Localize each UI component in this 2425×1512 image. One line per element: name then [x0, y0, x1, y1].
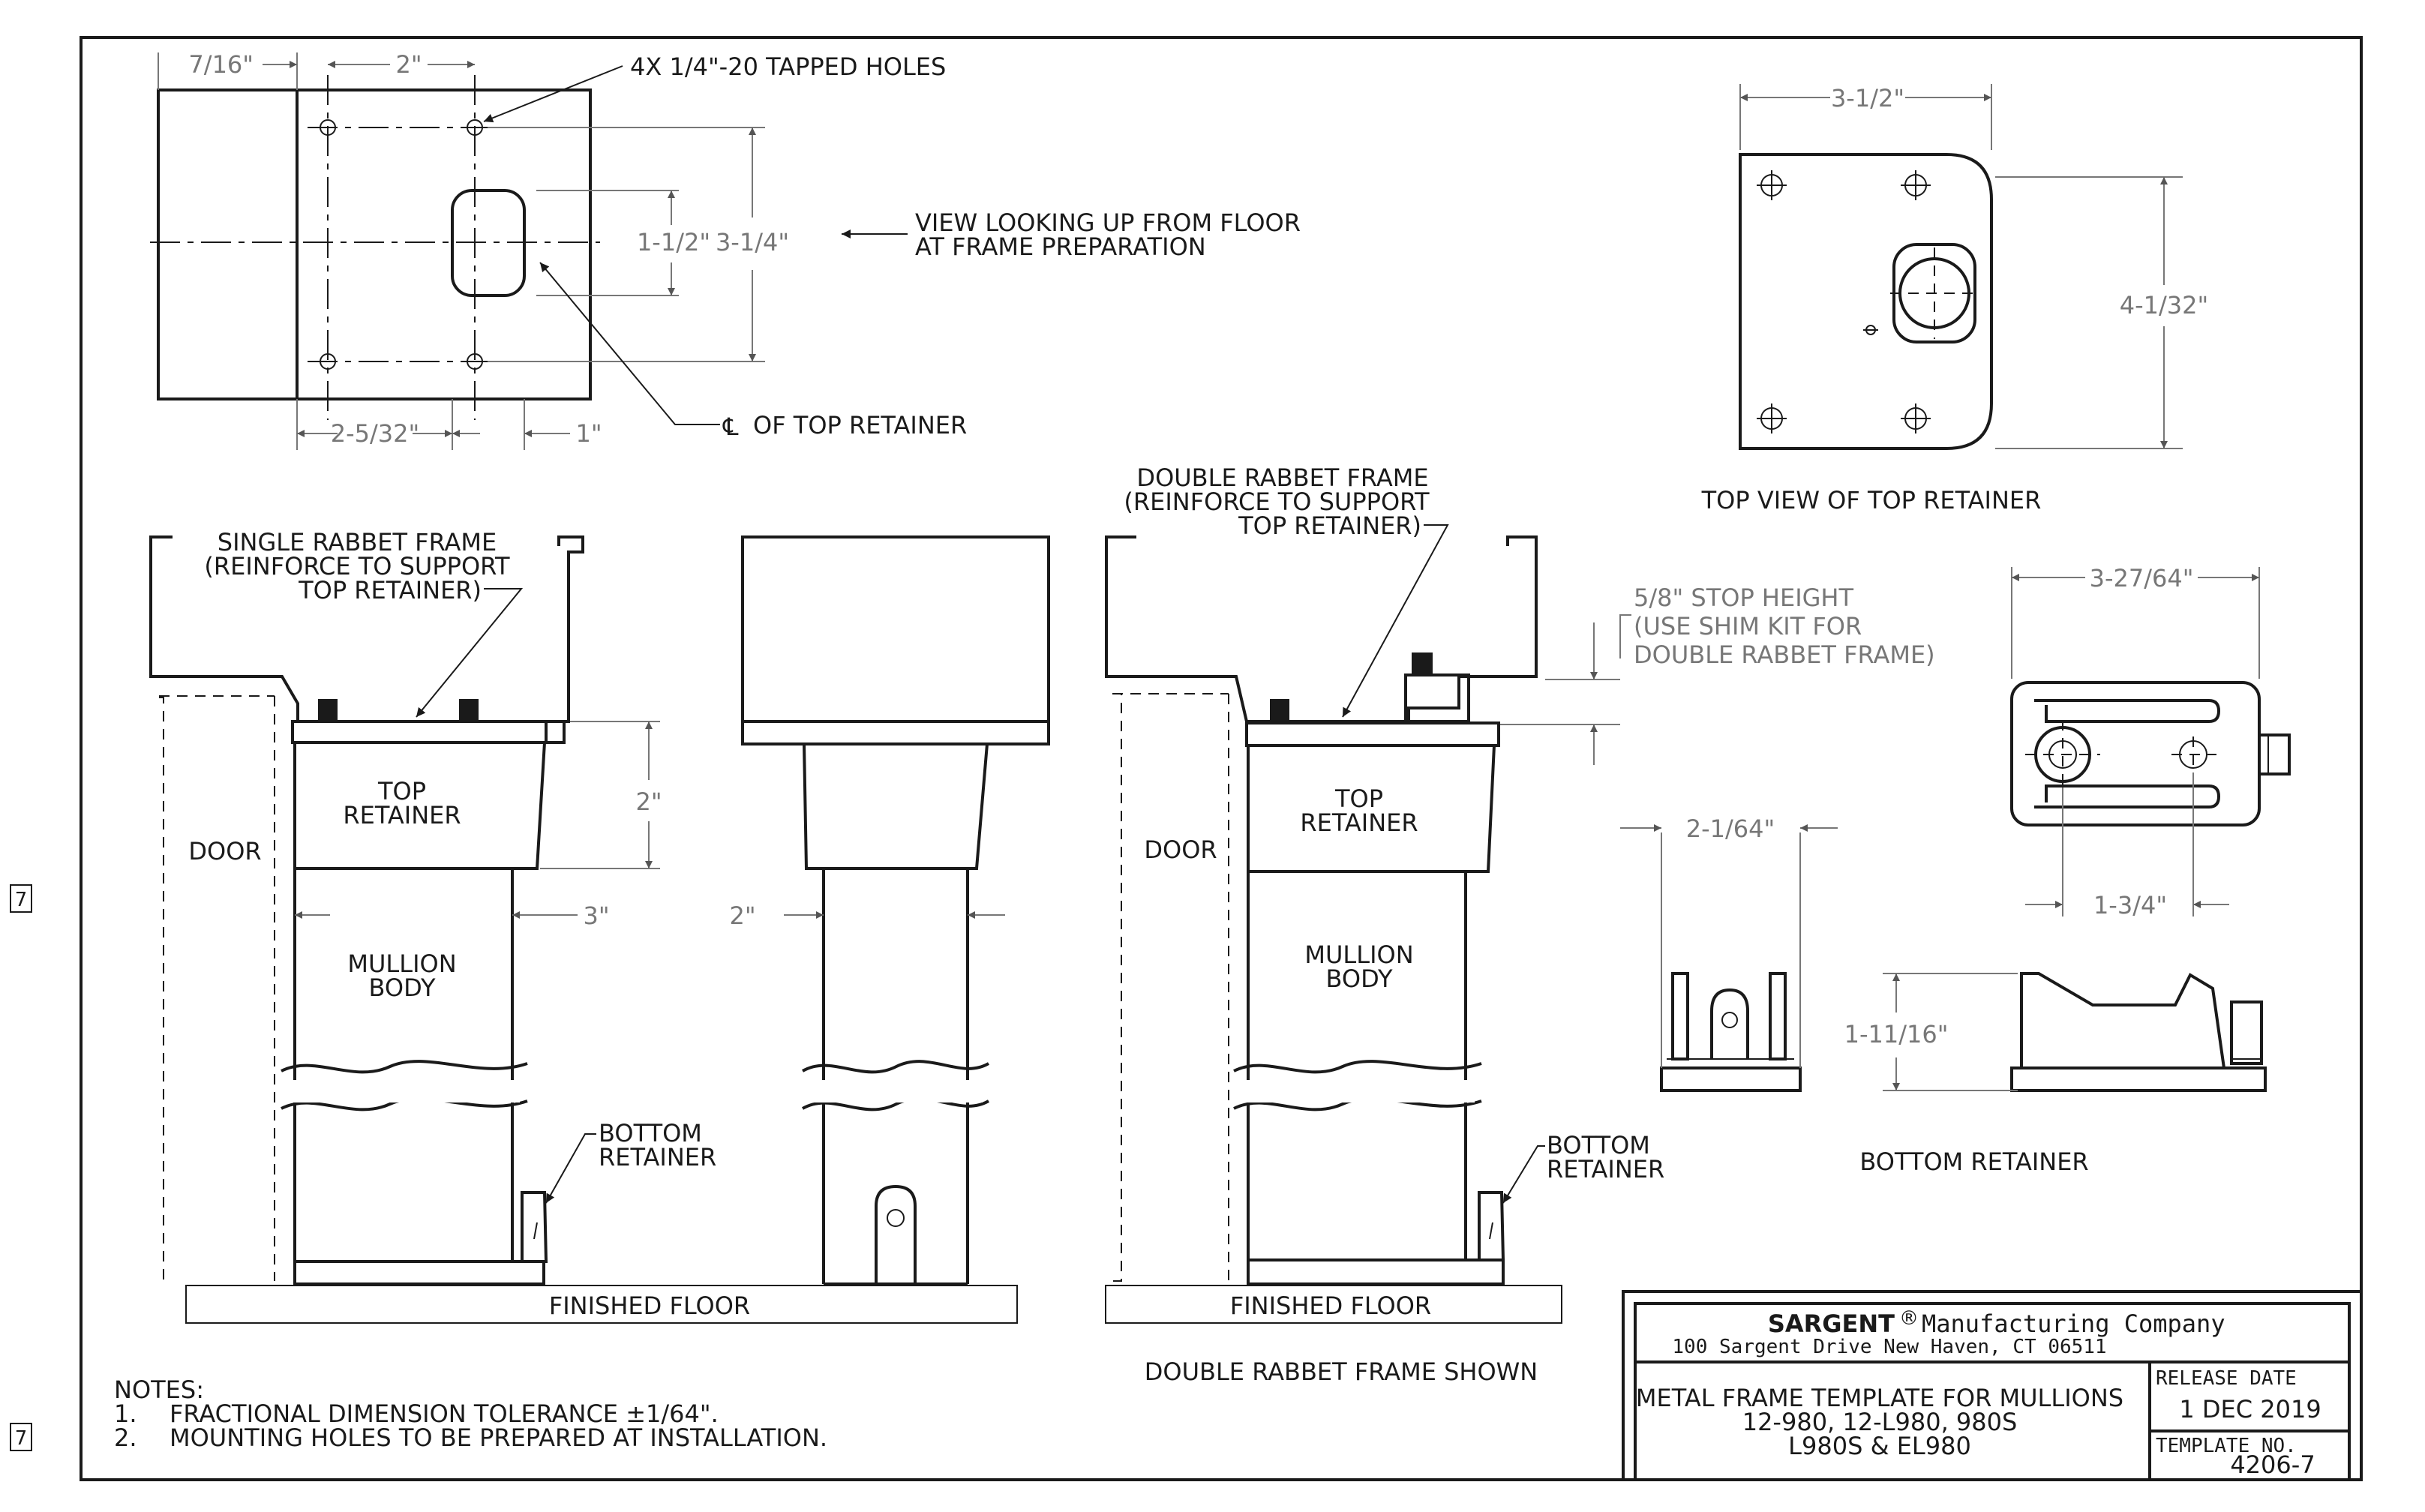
template-no: 4206-7 [2230, 1450, 2315, 1479]
dim-2-5-32: 2-5/32" [331, 419, 419, 448]
notes-heading: NOTES: [114, 1376, 204, 1404]
dim-2: 2" [395, 50, 422, 79]
dim-single-3: 3" [583, 902, 609, 930]
bottom-retainer-label-2: RETAINER [599, 1143, 716, 1172]
dim-3-1-2: 3-1/2" [1831, 84, 1904, 112]
title-block: SARGENT ® Manufacturing Company 100 Sarg… [1622, 1290, 2361, 1481]
bottom-view-caption-1: VIEW LOOKING UP FROM FLOOR [915, 208, 1301, 237]
double-rabbet-label-2: (REINFORCE TO SUPPORT [1124, 488, 1430, 516]
dim-3-1-4: 3-1/4" [716, 228, 789, 256]
mounting-hole-icon [1757, 170, 1931, 434]
tapped-hole-icon [320, 119, 483, 370]
finished-floor-label-double: FINISHED FLOOR [1230, 1292, 1431, 1320]
centerline-callout: OF TOP RETAINER [753, 411, 967, 440]
top-retainer-view: 3-1/2" 4-1/32" TOP VIEW OF TOP RETAINER [1701, 84, 2208, 514]
svg-text:7: 7 [15, 1427, 28, 1450]
sargent-logo: SARGENT [1768, 1310, 1895, 1338]
single-rabbet-view: 2" 3" SINGLE RABBET FRAME (REINFORCE TO … [149, 528, 1018, 1324]
mullion-body-label-1: MULLION [347, 950, 456, 978]
single-rabbet-label-2: (REINFORCE TO SUPPORT [204, 552, 510, 580]
margin-mark-bottom: 7 [10, 1423, 32, 1451]
note-1-text: FRACTIONAL DIMENSION TOLERANCE ±1/64". [170, 1400, 719, 1428]
dim-7-16: 7/16" [188, 50, 254, 79]
registered-mark: ® [1899, 1307, 1919, 1330]
release-date: 1 DEC 2019 [2179, 1395, 2321, 1424]
template-title-3: L980S & EL980 [1788, 1432, 1971, 1460]
single-rabbet-label-1: SINGLE RABBET FRAME [218, 528, 497, 556]
margin-mark-top: 7 [10, 884, 32, 913]
double-rabbet-view: DOUBLE RABBET FRAME (REINFORCE TO SUPPOR… [1105, 464, 1935, 1386]
dim-3-27-64: 3-27/64" [2090, 564, 2194, 592]
double-rabbet-label-1: DOUBLE RABBET FRAME [1136, 464, 1428, 492]
centerline-icon: ℄ [722, 412, 739, 441]
note-2-number: 2. [114, 1424, 137, 1452]
stop-height-label-2: (USE SHIM KIT FOR [1634, 612, 1862, 640]
dim-1-11-16: 1-11/16" [1844, 1020, 1949, 1048]
tapped-holes-callout: 4X 1/4"-20 TAPPED HOLES [630, 52, 946, 81]
template-no-label: TEMPLATE NO. [2156, 1435, 2297, 1457]
bottom-retainer-view: 3-27/64" 1-3/4" 2-1/64" 1-11/16" BOTTOM … [1620, 564, 2291, 1176]
company-address: 100 Sargent Drive New Haven, CT 06511 [1672, 1336, 2106, 1358]
bottom-view-caption-2: AT FRAME PREPARATION [915, 232, 1206, 261]
notes: NOTES: 1. FRACTIONAL DIMENSION TOLERANCE… [114, 1376, 827, 1452]
mullion-body-label-2: BODY [368, 974, 435, 1002]
bottom-retainer-label-double-2: RETAINER [1547, 1155, 1664, 1184]
bottom-retainer-label-1: BOTTOM [599, 1119, 702, 1148]
dim-4-1-32: 4-1/32" [2120, 291, 2208, 320]
top-retainer-caption: TOP VIEW OF TOP RETAINER [1701, 486, 2042, 514]
door-label: DOOR [188, 837, 261, 866]
double-rabbet-label-3: TOP RETAINER) [1238, 512, 1421, 540]
template-title-1: METAL FRAME TEMPLATE FOR MULLIONS [1636, 1384, 2123, 1412]
top-retainer-label-double-2: RETAINER [1300, 808, 1418, 837]
sheet-border [80, 36, 2363, 1481]
dim-1-3-4: 1-3/4" [2093, 891, 2167, 920]
mullion-body-label-double-2: BODY [1325, 964, 1392, 993]
single-rabbet-label-3: TOP RETAINER) [298, 576, 482, 604]
dim-1: 1" [575, 419, 602, 448]
stop-height-label-3: DOUBLE RABBET FRAME) [1634, 640, 1935, 669]
release-date-label: RELEASE DATE [2156, 1367, 2297, 1390]
company-name: Manufacturing Company [1922, 1310, 2225, 1338]
top-retainer-label-double-1: TOP [1334, 784, 1383, 813]
dim-single-2: 2" [635, 788, 662, 816]
dim-1-1-2: 1-1/2" [637, 228, 710, 256]
side-view: 2" [729, 536, 1050, 1286]
finished-floor-label: FINISHED FLOOR [549, 1292, 750, 1320]
top-retainer-label-1: TOP [377, 777, 426, 806]
dim-2-1-64: 2-1/64" [1686, 814, 1775, 843]
note-1-number: 1. [114, 1400, 137, 1428]
mullion-body-label-double-1: MULLION [1304, 940, 1413, 969]
bottom-view: 7/16" 2" 4X 1/4"-20 TAPPED HOLES 1-1/2" … [150, 50, 1301, 450]
double-rabbet-caption: DOUBLE RABBET FRAME SHOWN [1145, 1358, 1538, 1386]
dim-side-2: 2" [729, 902, 755, 930]
door-label-double: DOOR [1144, 836, 1217, 864]
svg-text:7: 7 [15, 889, 28, 911]
stop-height-label-1: 5/8" STOP HEIGHT [1634, 584, 1853, 612]
bottom-retainer-label-double-1: BOTTOM [1547, 1131, 1650, 1160]
top-retainer-label-2: RETAINER [343, 801, 461, 830]
note-2-text: MOUNTING HOLES TO BE PREPARED AT INSTALL… [170, 1424, 827, 1452]
template-title-2: 12-980, 12-L980, 980S [1742, 1408, 2018, 1436]
bottom-retainer-caption: BOTTOM RETAINER [1859, 1148, 2088, 1176]
